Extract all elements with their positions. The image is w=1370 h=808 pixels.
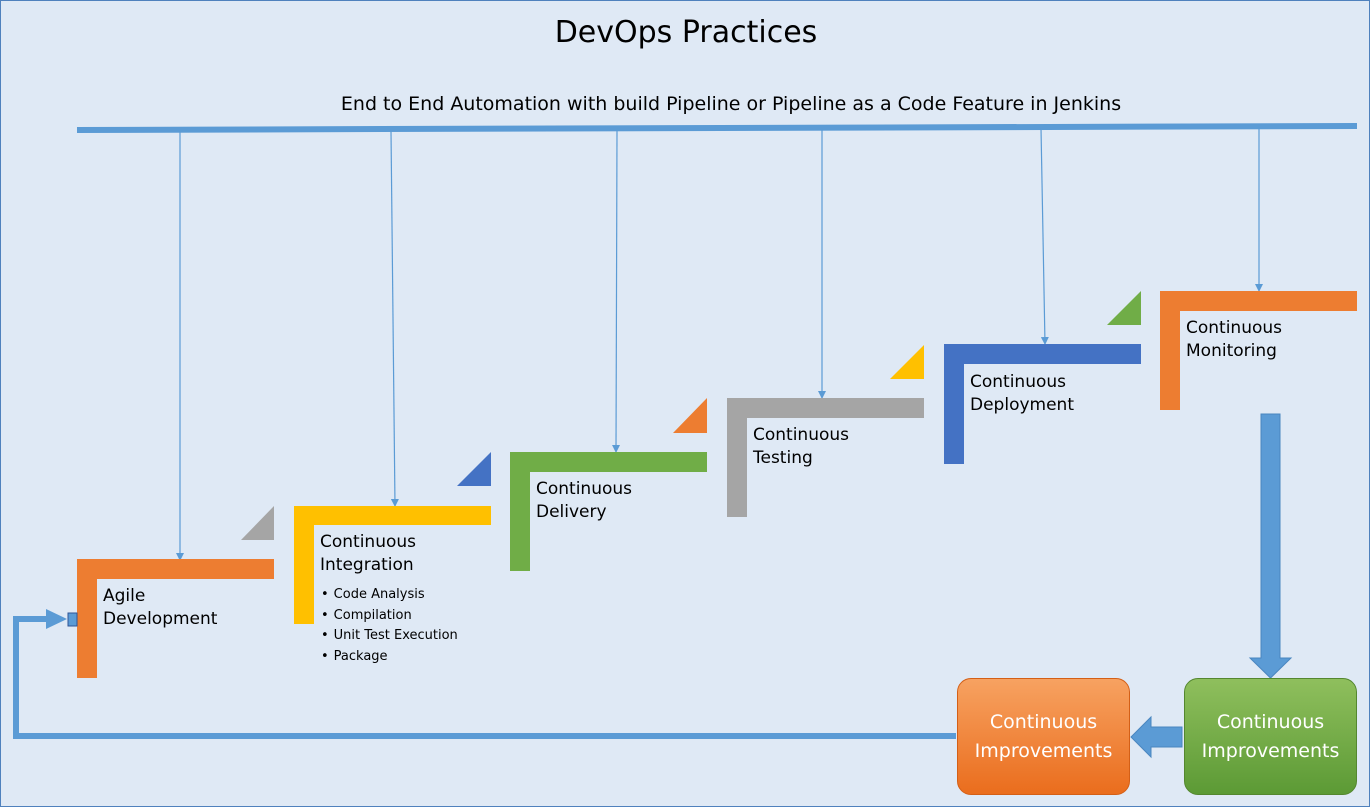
stage-label-delivery: Continuous Delivery — [536, 479, 633, 522]
corner-triangle-blue — [457, 452, 491, 486]
integration-step: Unit Test Execution — [321, 626, 458, 647]
pipeline-caption: End to End Automation with build Pipelin… — [340, 93, 1122, 115]
stage-label-testing: Continuous Testing — [753, 425, 850, 468]
improvements-box-orange: Continuous Improvements — [957, 678, 1130, 795]
stage-shape-monitoring — [1160, 291, 1357, 410]
feedback-loop-arrowhead — [46, 609, 67, 629]
integration-step: Code Analysis — [321, 585, 458, 606]
stage-label-integration: Continuous Integration — [320, 532, 417, 575]
feedback-loop-arrow — [13, 616, 956, 739]
integration-step: Compilation — [321, 606, 458, 627]
stage-shape-testing — [727, 398, 924, 517]
connector-integration — [390, 130, 399, 507]
loop-connector-handle — [67, 612, 78, 627]
corner-triangle-yellow — [890, 345, 924, 379]
corner-triangle-orange — [673, 398, 707, 433]
integration-step: Package — [321, 647, 458, 668]
stage-label-monitoring: Continuous Monitoring — [1186, 318, 1283, 361]
stage-shape-delivery — [510, 452, 707, 571]
connector-deployment — [1040, 127, 1049, 345]
diagram-title: DevOps Practices — [554, 15, 818, 50]
corner-triangle-gray — [241, 506, 274, 540]
pipeline-line — [76, 123, 1358, 133]
improvements-box-green: Continuous Improvements — [1184, 678, 1357, 795]
stage-shape-integration — [294, 506, 491, 624]
stage-shape-agile — [77, 559, 274, 678]
corner-triangle-green — [1107, 291, 1141, 325]
stage-label-deployment: Continuous Deployment — [970, 372, 1074, 415]
stage-label-agile: Agile Development — [103, 586, 218, 629]
down-arrow — [1248, 413, 1293, 679]
stage-shape-deployment — [944, 344, 1141, 464]
left-arrow — [1130, 715, 1183, 759]
connector-delivery — [612, 129, 621, 453]
integration-step-list: Code Analysis Compilation Unit Test Exec… — [321, 585, 458, 668]
